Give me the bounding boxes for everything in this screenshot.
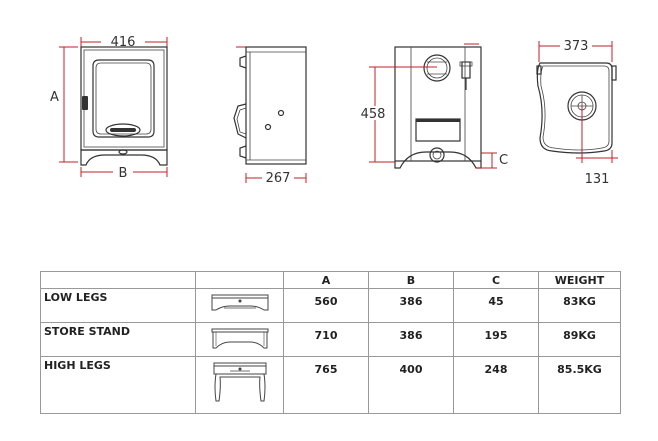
front-height-label: A: [50, 90, 59, 105]
stove-body-rear: [394, 46, 482, 162]
row-value-a: 560: [283, 288, 369, 323]
rear-view: 458 C: [356, 43, 508, 169]
stove-base-rear: [394, 151, 482, 169]
low-legs-icon: [211, 294, 268, 311]
header-a: A: [283, 271, 369, 289]
store-stand-illustration: [195, 322, 284, 357]
header-b: B: [368, 271, 454, 289]
side-depth-label: 267: [266, 171, 291, 186]
high-legs-illustration: [195, 356, 284, 414]
stove-top-plate: [536, 62, 613, 154]
side-view: 267: [233, 46, 307, 186]
stove-base-front: [80, 149, 168, 166]
door-handle-side: [233, 103, 247, 139]
table-row: LOW LEGS 560 386 45 83KG: [40, 288, 621, 323]
header-illustration: [195, 271, 284, 289]
table-header-row: A B C WEIGHT: [40, 271, 621, 289]
row-value-c: 45: [453, 288, 539, 323]
front-base-width-label: B: [119, 166, 128, 181]
specifications-table: A B C WEIGHT LOW LEGS 560 386 45 83KG ST…: [40, 271, 621, 414]
rear-flue-outlet: [423, 54, 451, 82]
row-value-a: 765: [283, 356, 369, 414]
top-flue-offset-label: 131: [585, 172, 610, 187]
row-label: STORE STAND: [40, 322, 196, 357]
front-width-label: 416: [111, 35, 136, 50]
top-view: 373 131: [536, 38, 618, 187]
row-value-c: 195: [453, 322, 539, 357]
stove-body-side: [245, 46, 307, 165]
table-row: STORE STAND 710 386 195 89KG: [40, 322, 621, 357]
high-legs-icon: [213, 362, 266, 402]
row-value-b: 400: [368, 356, 454, 414]
front-view: 416 A B: [50, 34, 168, 181]
row-value-weight: 85.5KG: [538, 356, 621, 414]
row-value-weight: 83KG: [538, 288, 621, 323]
row-value-weight: 89KG: [538, 322, 621, 357]
row-value-c: 248: [453, 356, 539, 414]
top-width-label: 373: [564, 39, 589, 54]
door-window: [92, 59, 155, 138]
store-stand-icon: [211, 328, 268, 349]
row-value-b: 386: [368, 288, 454, 323]
rear-leg-offset-label: C: [499, 153, 508, 168]
header-c: C: [453, 271, 539, 289]
low-legs-illustration: [195, 288, 284, 323]
row-label: HIGH LEGS: [40, 356, 196, 414]
door-handle: [82, 96, 88, 110]
row-label: LOW LEGS: [40, 288, 196, 323]
row-value-b: 386: [368, 322, 454, 357]
row-value-a: 710: [283, 322, 369, 357]
table-row: HIGH LEGS 765 400 248 85.5KG: [40, 356, 621, 414]
rear-flue-height-label: 458: [361, 107, 386, 122]
header-variant: [40, 271, 196, 289]
header-weight: WEIGHT: [538, 271, 621, 289]
